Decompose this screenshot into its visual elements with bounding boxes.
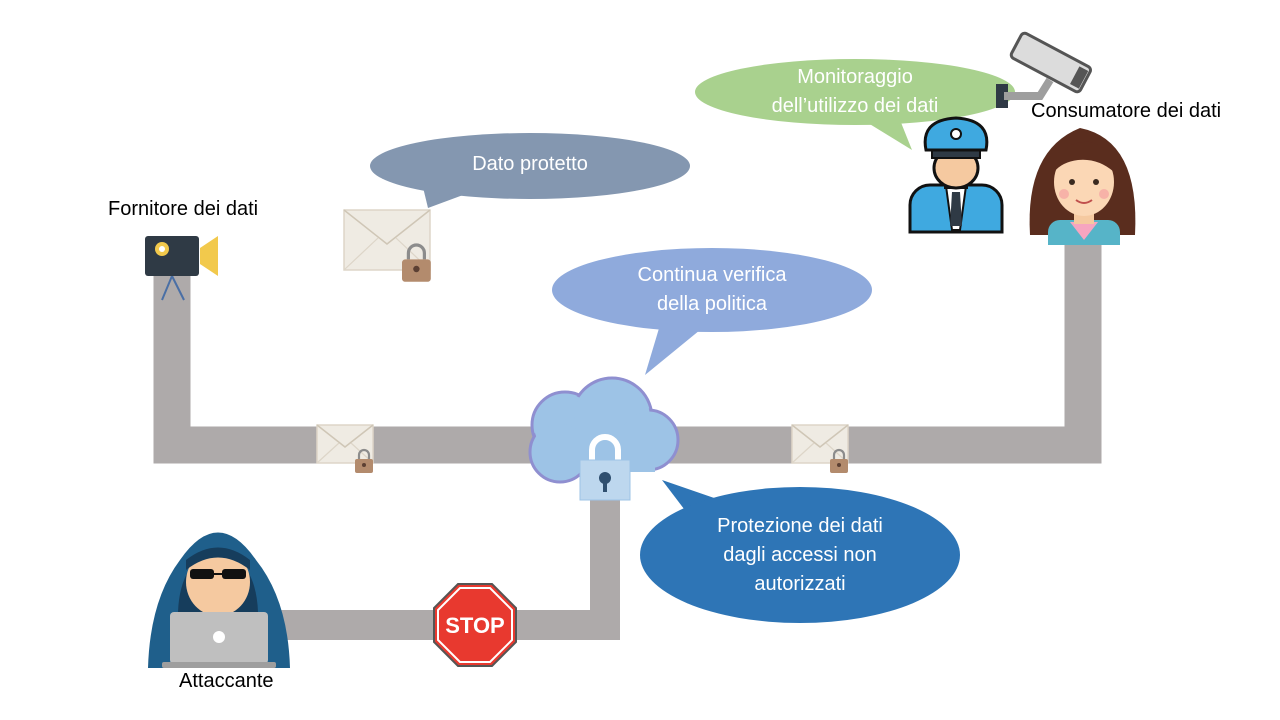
security-camera-icon	[996, 31, 1092, 108]
policeman-icon	[908, 116, 1004, 234]
bubble-monitoring-text: Monitoraggio dell’utilizzo dei dati	[695, 63, 1015, 121]
envelope-on-pipe-right	[791, 424, 850, 475]
hacker-icon	[148, 532, 290, 668]
stop-sign-icon: STOP	[433, 583, 517, 667]
bubble-monitoring	[695, 59, 1015, 150]
provider-label: Fornitore dei dati	[108, 198, 259, 220]
bubble-protection-text: Protezione dei dati dagli accessi non au…	[640, 512, 960, 599]
bubble-policy-text: Continua verifica della politica	[552, 261, 872, 319]
bubble-protection	[640, 480, 960, 623]
bubble-protected-text: Dato protetto	[370, 150, 690, 179]
bubble-policy-check	[552, 248, 872, 375]
stop-sign-text: STOP	[445, 613, 505, 638]
bubble-protection-line-3: autorizzati	[754, 573, 846, 595]
bubble-protected-line: Dato protetto	[472, 153, 588, 175]
bubble-protected-data	[370, 133, 690, 208]
envelope-on-pipe-left	[316, 424, 375, 475]
camera-icon	[145, 236, 218, 301]
attacker-pipe	[255, 495, 620, 640]
bubble-protection-line-2: dagli accessi non	[723, 544, 877, 566]
bubble-policy-line-2: della politica	[656, 293, 768, 315]
bubble-monitoring-line-2: dell’utilizzo dei dati	[771, 95, 939, 117]
bubble-policy-line-1: Continua verifica	[637, 264, 787, 286]
consumer-label: Consumatore dei dati	[1031, 100, 1222, 122]
bubble-protection-line-1: Protezione dei dati	[717, 515, 883, 537]
locked-envelope-icon	[343, 209, 431, 282]
attacker-label: Attaccante	[179, 670, 274, 692]
cloud-lock-icon	[528, 376, 680, 501]
bubble-monitoring-line-1: Monitoraggio	[797, 66, 913, 88]
woman-avatar-icon	[1029, 128, 1136, 245]
